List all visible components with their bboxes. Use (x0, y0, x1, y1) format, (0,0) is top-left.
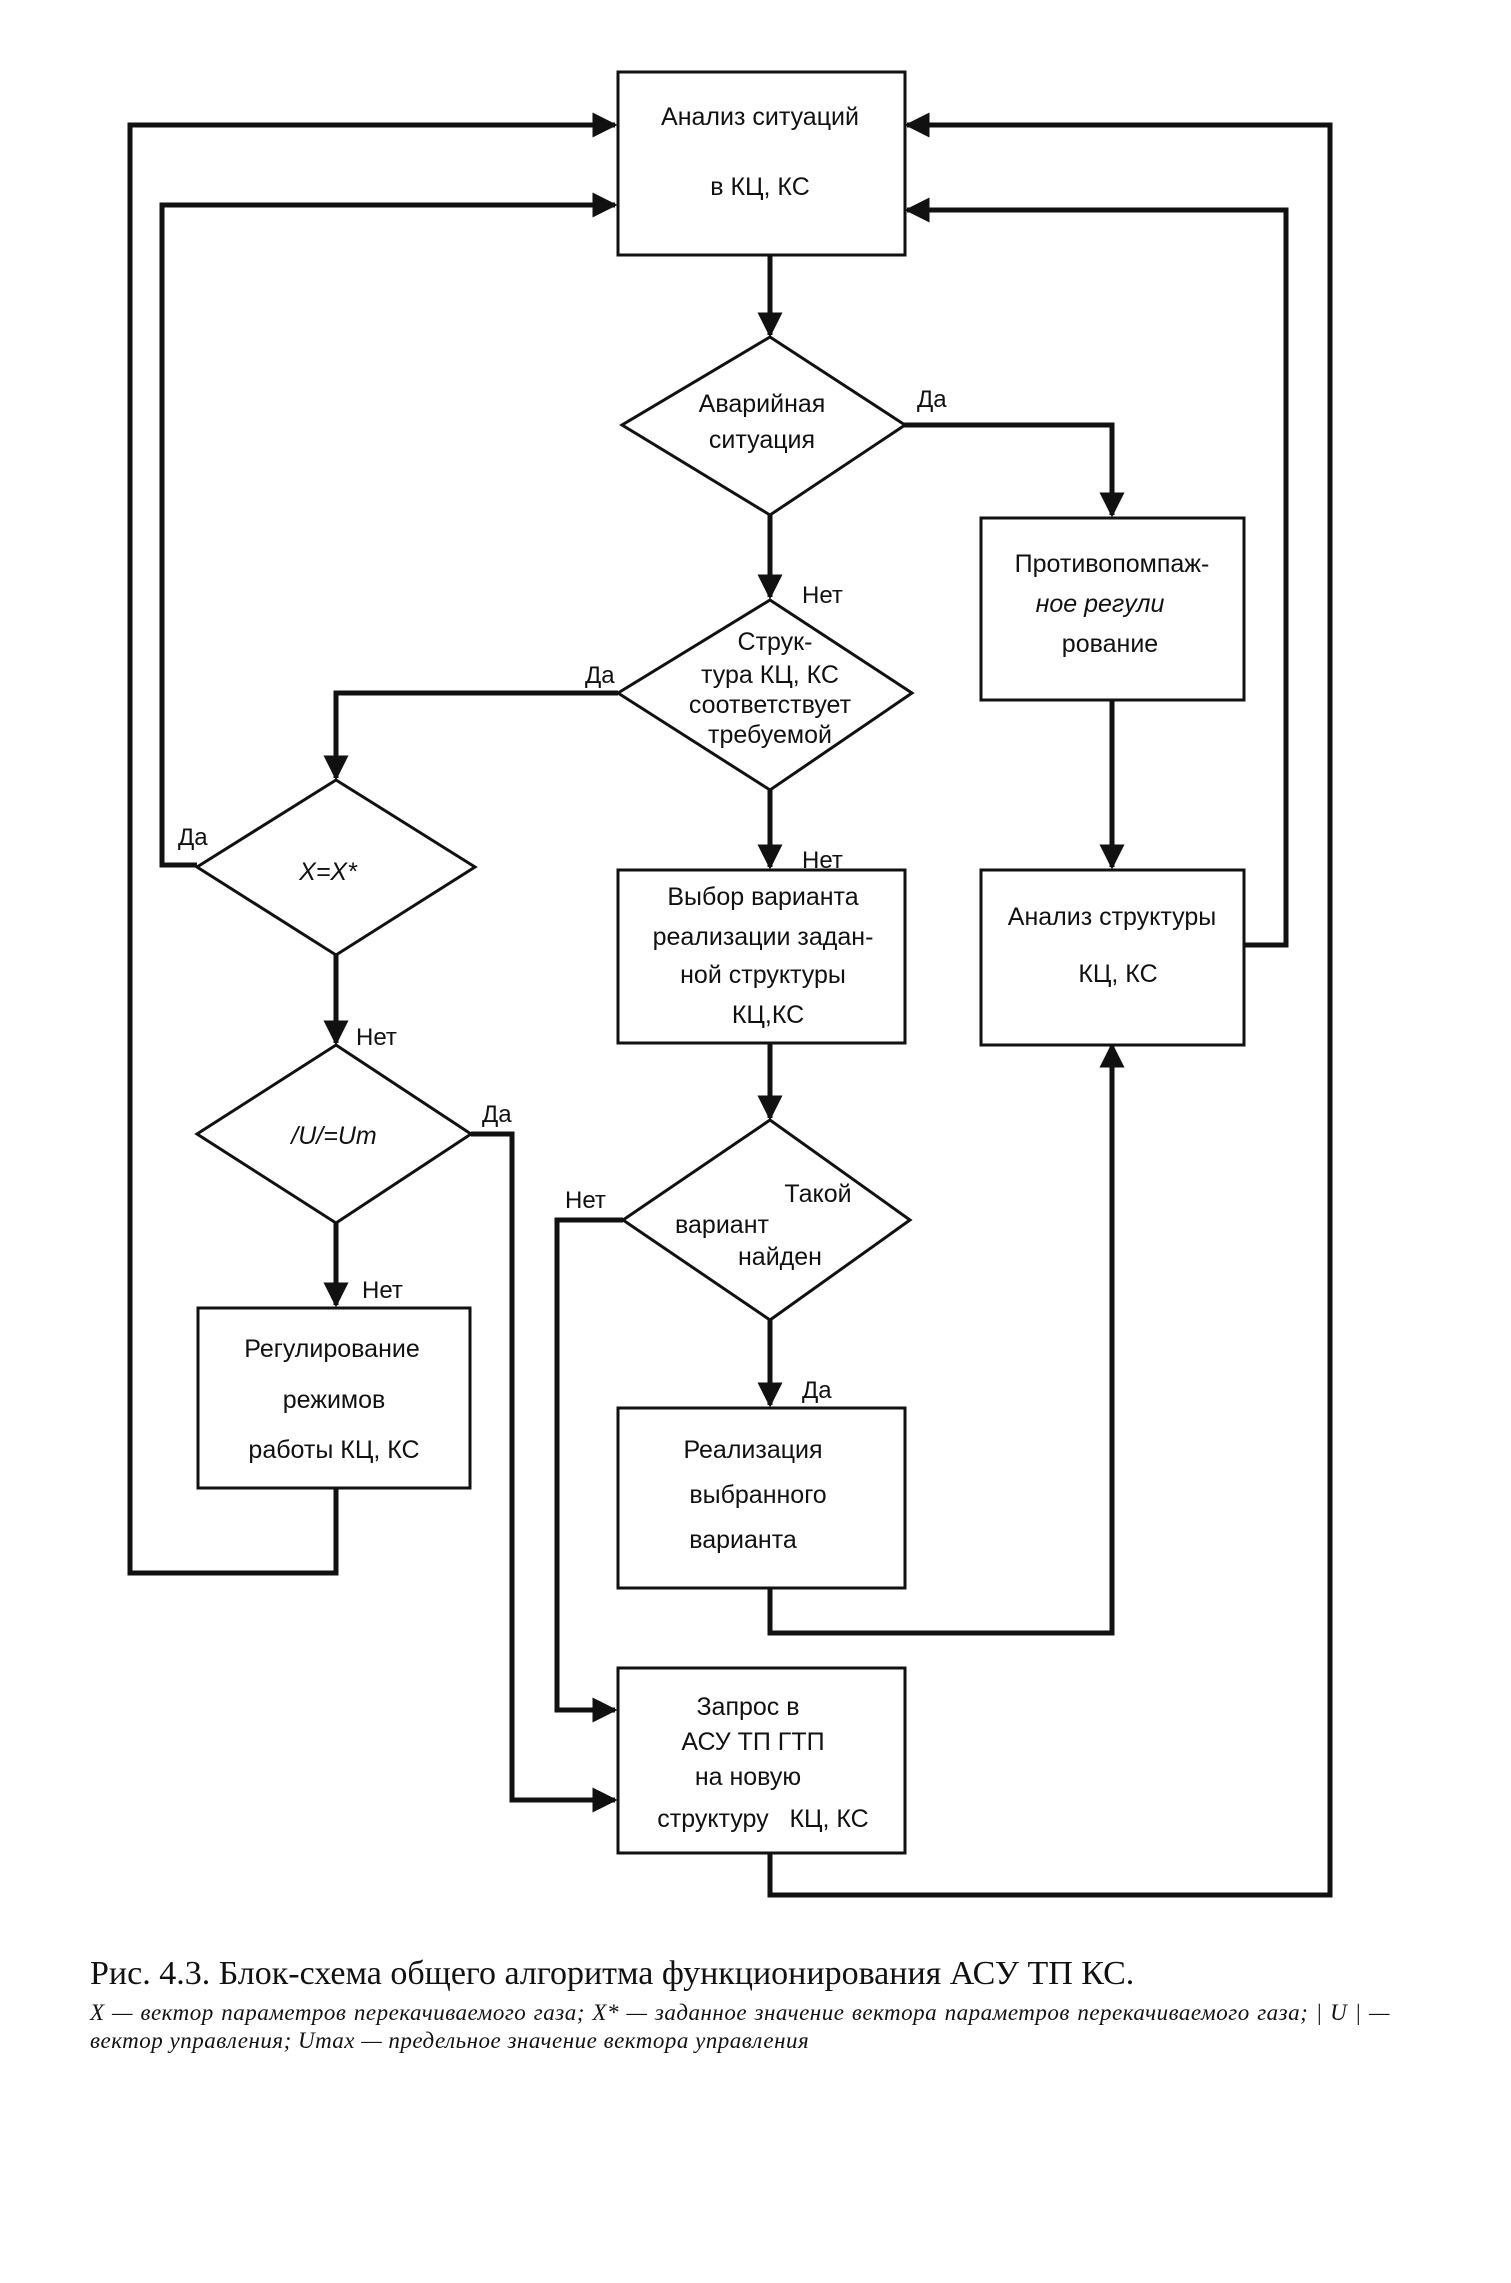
select-variant-line-1: Выбор варианта (667, 883, 858, 911)
regulation-line-3: работы КЦ, КС (248, 1436, 419, 1464)
edge-emergency-yes (903, 422, 1125, 518)
structure-line-3: соответствует (689, 691, 852, 719)
variant-found-line-2: вариант (675, 1211, 769, 1239)
emergency-line-1: Аварийная (699, 390, 826, 418)
diamond-structure-match (615, 598, 915, 792)
box-implement (616, 1406, 907, 1590)
anti-surge-line-3: рование (1062, 630, 1158, 658)
x-equals-text: X=X* (298, 858, 358, 886)
box-regulation (196, 1306, 472, 1490)
edge-implement-to-analysis-structure (767, 1042, 1125, 1636)
implement-line-3: варианта (689, 1526, 797, 1554)
request-line-2: АСУ ТП ГТП (681, 1728, 824, 1756)
anti-surge-line-1: Противопомпаж- (1015, 550, 1210, 578)
regulation-line-2: режимов (283, 1386, 386, 1414)
request-line-4: структуру КЦ, КС (657, 1805, 869, 1833)
edge-x-yes (159, 192, 618, 868)
label-structure-no: Нет (802, 847, 843, 874)
edge-structure-yes (323, 690, 618, 781)
request-line-1: Запрос в (696, 1693, 799, 1721)
variant-found-line-3: найден (738, 1243, 822, 1271)
structure-line-2: тура КЦ, КС (701, 661, 839, 689)
caption-legend: X — вектор параметров перекачиваемого га… (90, 2000, 1390, 2053)
label-x-no: Нет (356, 1024, 397, 1051)
analysis-situations-line-2: в КЦ, КС (710, 173, 810, 201)
select-variant-line-4: КЦ,КС (732, 1001, 804, 1029)
emergency-line-2: ситуация (709, 426, 815, 454)
box-anti-surge (979, 516, 1246, 702)
u-equals-text: /U/=Um (289, 1122, 376, 1150)
edge-request-back (767, 112, 1333, 1898)
label-u-yes: Да (482, 1101, 512, 1128)
select-variant-line-2: реализации задан- (653, 923, 874, 951)
box-analysis-situations (616, 70, 907, 257)
analysis-situations-line-1: Анализ ситуаций (661, 103, 859, 131)
analysis-structure-line-1: Анализ структуры (1008, 903, 1216, 931)
analysis-structure-line-2: КЦ, КС (1078, 960, 1157, 988)
box-request (616, 1666, 907, 1855)
structure-line-4: требуемой (708, 721, 832, 749)
diamond-variant-found (620, 1118, 913, 1322)
implement-line-2: выбранного (689, 1481, 826, 1509)
box-select-variant (616, 868, 907, 1045)
label-structure-yes: Да (585, 662, 615, 689)
label-emergency-yes: Да (917, 386, 947, 413)
flowchart: Анализ ситуаций в КЦ, КС Аварийная ситуа… (127, 70, 1333, 1898)
label-emergency-no: Нет (802, 582, 843, 609)
anti-surge-line-2: ное регули (1036, 590, 1165, 618)
connectors (127, 112, 1333, 1898)
caption-title: Рис. 4.3. Блок-схема общего алгоритма фу… (90, 1955, 1135, 1992)
edge-regulation-back (127, 112, 618, 1576)
figure-caption: Рис. 4.3. Блок-схема общего алгоритма фу… (90, 1955, 1390, 2055)
label-x-yes: Да (178, 824, 208, 851)
variant-found-line-1: Такой (784, 1180, 851, 1208)
select-variant-line-3: ной структуры (680, 961, 846, 989)
regulation-line-1: Регулирование (244, 1335, 420, 1363)
label-u-no: Нет (362, 1277, 403, 1304)
diamond-emergency (619, 335, 908, 517)
diamond-x-equals (194, 778, 478, 957)
box-analysis-structure (979, 868, 1246, 1047)
implement-line-1: Реализация (683, 1436, 822, 1464)
structure-line-1: Струк- (738, 628, 813, 656)
edge-u-yes (471, 1131, 618, 1813)
edge-found-no (554, 1217, 623, 1723)
label-found-no: Нет (565, 1187, 606, 1214)
diamond-u-equals (194, 1043, 474, 1225)
request-line-3: на новую (695, 1763, 801, 1791)
edge-analysis-structure-back (904, 197, 1289, 948)
label-found-yes: Да (802, 1377, 832, 1404)
